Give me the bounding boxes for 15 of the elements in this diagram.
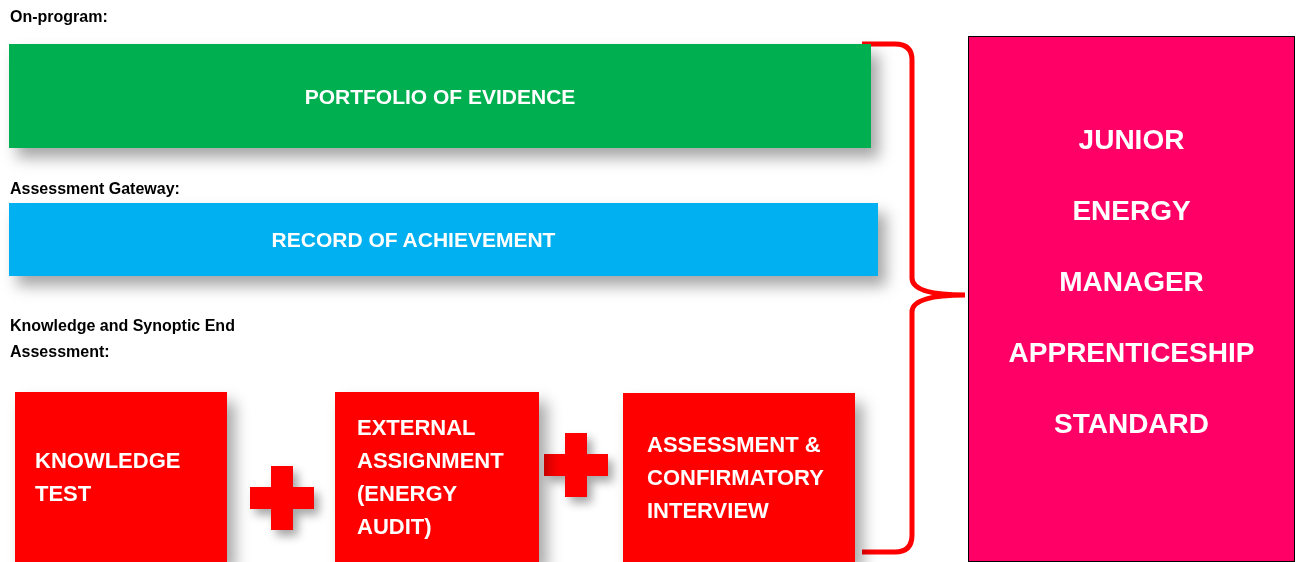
box-label: KNOWLEDGE TEST [35, 447, 182, 508]
box-label: EXTERNAL ASSIGNMENT (ENERGY AUDIT) [357, 414, 505, 541]
assessment-box [9, 203, 878, 276]
assessment-box [15, 392, 227, 562]
assessment-box [9, 44, 871, 148]
title-panel [968, 36, 1295, 562]
assessment-box [623, 393, 855, 562]
box-label: ASSESSMENT & CONFIRMATORY INTERVIEW [647, 431, 825, 525]
section-heading: Knowledge and Synoptic End Assessment: [10, 316, 236, 362]
box-label: RECORD OF ACHIEVEMENT [271, 227, 556, 253]
section-heading: On-program: [10, 7, 109, 27]
assessment-box [335, 392, 539, 562]
section-heading: Assessment Gateway: [10, 179, 181, 199]
title-text: JUNIOR ENERGY MANAGER APPRENTICESHIP STANDARD [1007, 122, 1256, 441]
box-label: PORTFOLIO OF EVIDENCE [304, 83, 576, 110]
